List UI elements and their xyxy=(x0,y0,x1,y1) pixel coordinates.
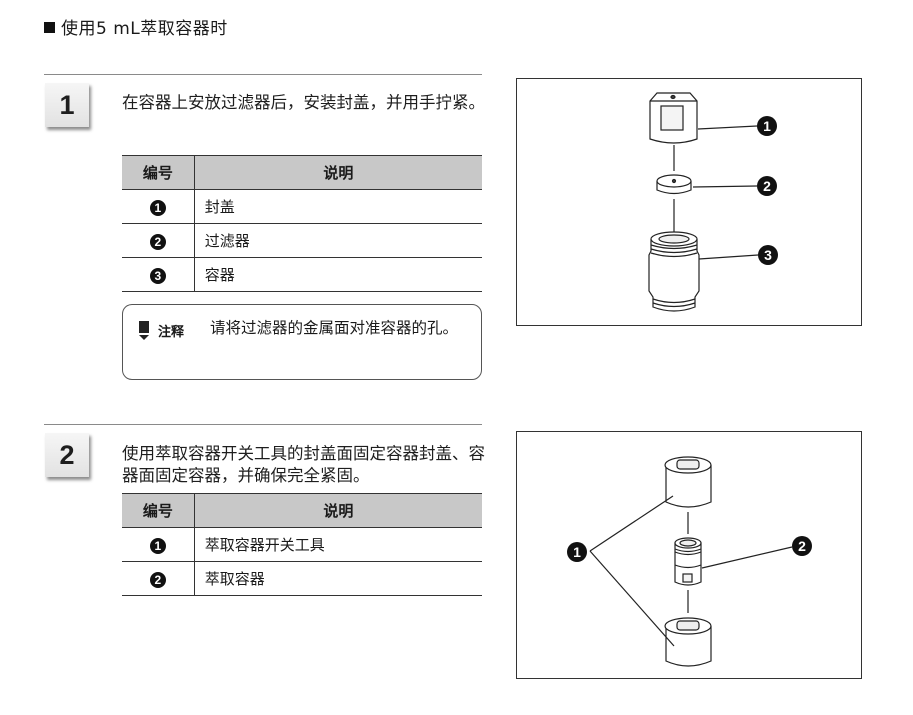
callout-1: 1 xyxy=(757,116,777,136)
filter-part xyxy=(656,174,692,195)
step-2-figure: 1 2 xyxy=(516,431,862,679)
part-description: 过滤器 xyxy=(194,223,482,258)
callout-number-badge: 2 xyxy=(149,571,166,588)
cap-filter-container-illustration: 1 2 3 xyxy=(648,92,778,312)
step-2-instruction: 使用萃取容器开关工具的封盖面固定容器封盖、容器面固定容器，并确保完全紧固。 xyxy=(122,444,485,485)
table-row: 2 萃取容器 xyxy=(122,561,482,596)
step-1-parts-table: 编号 说明 1 封盖 2 过滤器 3 容器 xyxy=(122,155,482,292)
svg-text:2: 2 xyxy=(763,178,771,194)
column-header-description: 说明 xyxy=(194,493,482,528)
table-header-row: 编号 说明 xyxy=(122,493,482,528)
step-2-badge: 2 xyxy=(45,433,89,477)
callout-number-badge: 2 xyxy=(149,233,166,250)
table-row: 1 萃取容器开关工具 xyxy=(122,527,482,562)
square-bullet-icon xyxy=(44,22,55,33)
callout-3: 3 xyxy=(758,245,778,265)
table-row: 1 封盖 xyxy=(122,189,482,224)
part-description: 封盖 xyxy=(194,189,482,224)
callout-number-badge: 3 xyxy=(149,267,166,284)
table-header-row: 编号 说明 xyxy=(122,155,482,190)
callout-2: 2 xyxy=(757,176,777,196)
opener-tool-illustration: 1 2 xyxy=(567,456,812,667)
column-header-number: 编号 xyxy=(122,155,195,190)
extraction-container xyxy=(674,537,702,586)
callout-2: 2 xyxy=(792,536,812,556)
callout-number-badge: 1 xyxy=(149,537,166,554)
svg-text:1: 1 xyxy=(573,544,581,560)
table-row: 2 过滤器 xyxy=(122,223,482,258)
column-header-number: 编号 xyxy=(122,493,195,528)
part-description: 容器 xyxy=(194,257,482,292)
step-1-badge: 1 xyxy=(45,83,89,127)
note-text: 请将过滤器的金属面对准容器的孔。 xyxy=(210,319,459,337)
svg-text:1: 1 xyxy=(763,118,771,134)
svg-text:3: 3 xyxy=(764,247,772,263)
container-part xyxy=(648,231,700,312)
opener-tool-top xyxy=(664,456,712,508)
cap-part xyxy=(649,92,698,144)
step-1-divider xyxy=(44,74,482,75)
table-row: 3 容器 xyxy=(122,257,482,292)
step-2-parts-table: 编号 说明 1 萃取容器开关工具 2 萃取容器 xyxy=(122,493,482,596)
step-1-figure: 1 2 3 xyxy=(516,78,862,326)
note-marker-icon xyxy=(139,321,149,340)
svg-text:2: 2 xyxy=(798,538,806,554)
part-description: 萃取容器开关工具 xyxy=(194,527,482,562)
step-2-divider xyxy=(44,424,482,425)
opener-tool-bottom xyxy=(664,617,712,667)
note-box xyxy=(122,304,482,380)
step-1-instruction: 在容器上安放过滤器后，安装封盖，并用手拧紧。 xyxy=(122,93,485,112)
part-description: 萃取容器 xyxy=(194,561,482,596)
column-header-description: 说明 xyxy=(194,155,482,190)
callout-1: 1 xyxy=(567,542,587,562)
section-title: 使用5 mL萃取容器时 xyxy=(44,14,228,39)
note-label: 注释 xyxy=(158,325,185,340)
callout-number-badge: 1 xyxy=(149,199,166,216)
